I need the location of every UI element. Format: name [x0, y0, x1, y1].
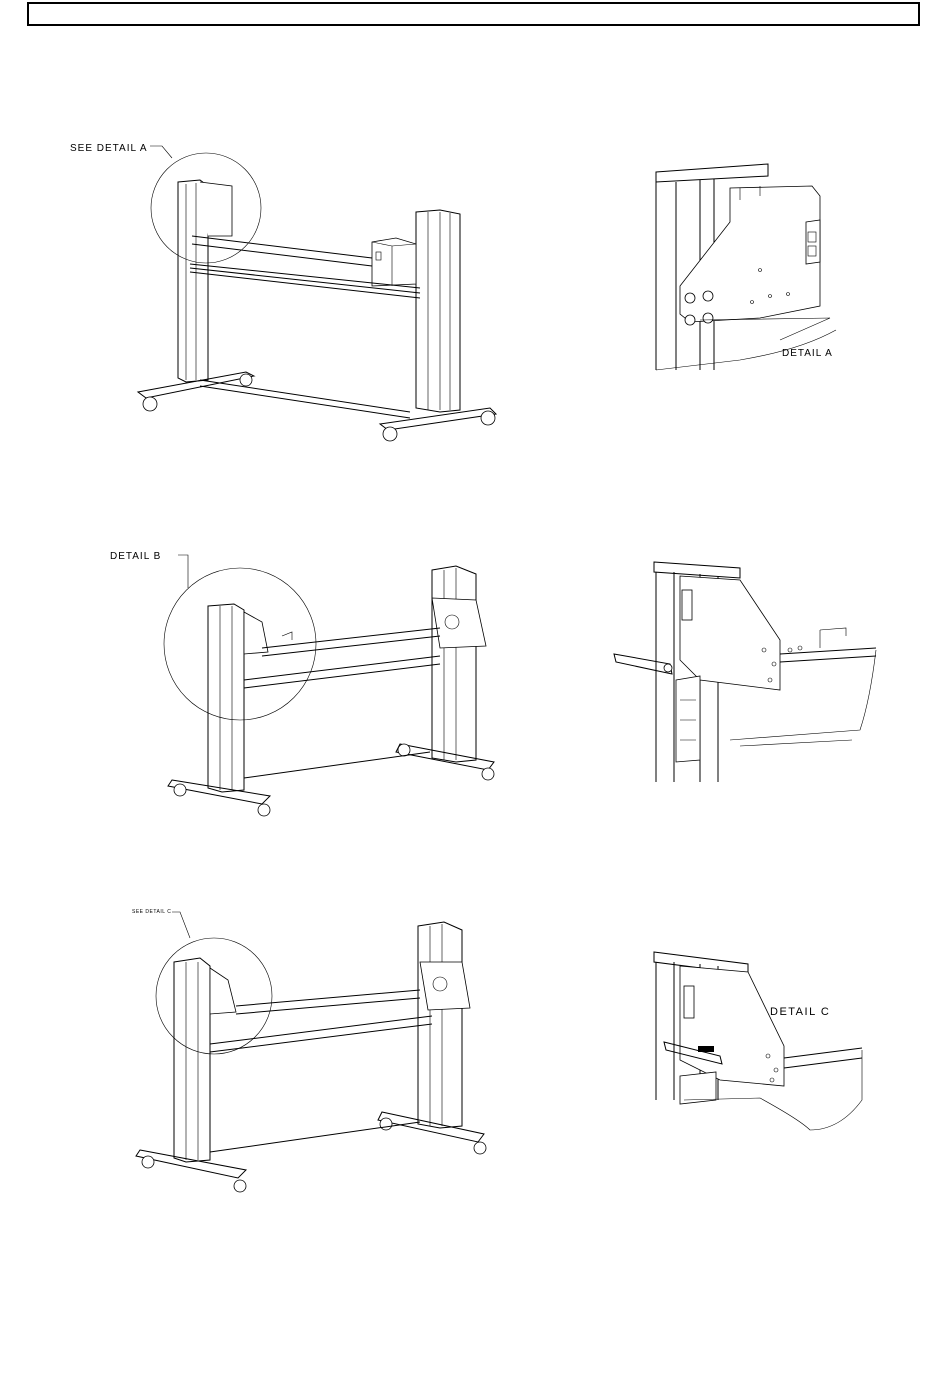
callout-leader-a — [150, 146, 172, 158]
label-detail-c: DETAIL C — [770, 1006, 830, 1018]
stand-figure-c: SEE DETAIL C — [132, 909, 486, 1192]
stand-figure-b: DETAIL B — [110, 551, 494, 816]
stand-figure-a: SEE DETAIL A — [70, 143, 496, 441]
callout-see-detail-c: SEE DETAIL C — [132, 909, 171, 915]
callout-leader-b — [178, 555, 188, 588]
detail-figure-a: DETAIL A — [656, 164, 836, 370]
callout-detail-b: DETAIL B — [110, 551, 161, 562]
label-detail-a: DETAIL A — [782, 348, 833, 359]
callout-leader-c — [172, 912, 190, 938]
detail-figure-c: DETAIL C — [654, 952, 862, 1130]
detail-figure-b — [614, 562, 876, 782]
callout-see-detail-a: SEE DETAIL A — [70, 143, 148, 154]
